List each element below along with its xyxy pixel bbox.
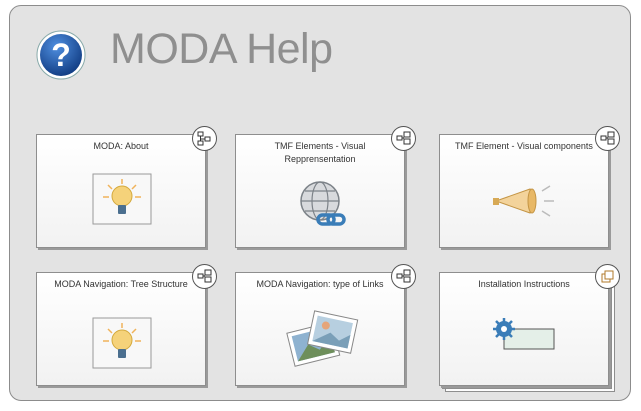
megaphone-icon xyxy=(493,185,554,217)
card-installation-instructions[interactable]: Installation Instructions xyxy=(439,264,620,386)
card-label: MODA Navigation: type of Links xyxy=(256,279,384,289)
card-label: Installation Instructions xyxy=(478,279,570,289)
help-question-icon: ? xyxy=(36,30,86,80)
card-moda-navigation-tree[interactable]: MODA Navigation: Tree Structure xyxy=(36,264,217,386)
page-title: MODA Help xyxy=(110,25,333,73)
card-moda-navigation-links[interactable]: MODA Navigation: type of Links xyxy=(235,264,416,386)
card-label: MODA Navigation: Tree Structure xyxy=(54,279,188,289)
diagram-link-icon[interactable] xyxy=(391,126,416,151)
diagram-link-icon[interactable] xyxy=(192,264,217,289)
card-label: TMF Element - Visual components xyxy=(455,141,593,151)
gear-component-icon xyxy=(493,318,555,350)
globe-link-icon xyxy=(300,181,346,226)
card-moda-about[interactable]: MODA: About xyxy=(36,126,217,248)
card-tmf-element-components[interactable]: TMF Element - Visual components xyxy=(439,126,620,248)
lightbulb-icon xyxy=(92,317,152,369)
diagram-link-icon[interactable] xyxy=(595,126,620,151)
card-label: MODA: About xyxy=(93,141,149,151)
svg-text:?: ? xyxy=(51,37,71,73)
card-label: TMF Elements - Visual Repprensentation xyxy=(274,141,366,164)
card-tmf-elements-visual[interactable]: TMF Elements - Visual Repprensentation xyxy=(235,126,416,248)
diagram-tree-icon[interactable] xyxy=(192,126,217,151)
lightbulb-icon xyxy=(92,173,152,225)
package-icon[interactable] xyxy=(595,264,620,289)
photos-icon xyxy=(286,310,359,367)
diagram-link-icon[interactable] xyxy=(391,264,416,289)
